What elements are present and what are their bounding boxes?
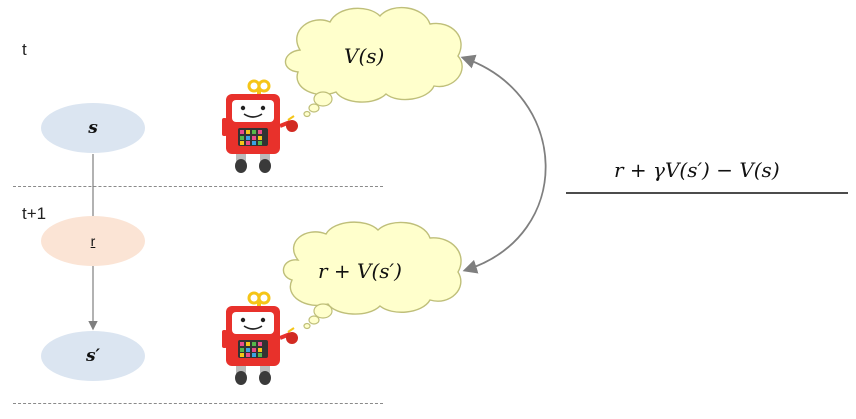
time-separator-top	[13, 186, 383, 187]
reward-label-r: r	[90, 233, 96, 249]
time-separator-bottom	[13, 403, 383, 404]
thought-cloud-icon	[282, 221, 462, 330]
thought-text-value-now: V(s)	[344, 44, 385, 68]
state-node-s: s	[41, 103, 145, 153]
thought-cloud-icon	[284, 6, 463, 118]
reward-node-r: r	[41, 216, 145, 266]
time-label-t-plus-1: t+1	[22, 204, 47, 223]
state-label-s-next: s′	[85, 346, 101, 366]
thought-text-value-target: r + V(s′)	[318, 259, 402, 283]
comparison-arrow	[460, 54, 547, 274]
robot-agent-icon	[222, 291, 298, 385]
robot-agent-icon	[222, 79, 298, 173]
td-error-formula: r + γV(s′) − V(s)	[614, 158, 780, 182]
state-label-s: s	[88, 118, 98, 138]
time-label-t: t	[22, 40, 27, 59]
state-node-s-next: s′	[41, 331, 145, 381]
